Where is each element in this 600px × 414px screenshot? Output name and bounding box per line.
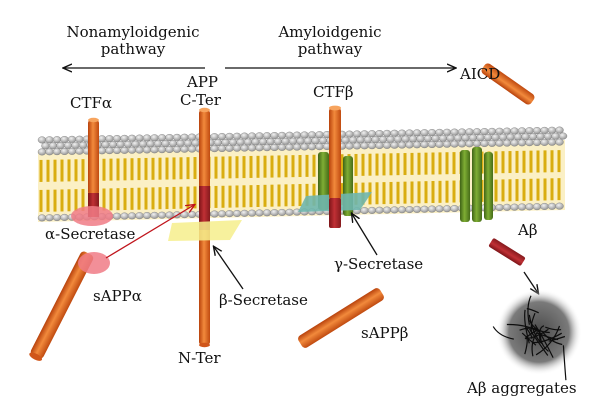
ctf-beta-label: CTFβ <box>313 83 354 101</box>
ctf-alpha-label: CTFα <box>70 94 113 112</box>
abeta-fragment <box>488 238 526 266</box>
nonamyloidogenic-pathway-label: Nonamyloidgenic pathway <box>58 24 208 57</box>
sapp-beta-fragment <box>298 288 384 348</box>
beta-secretase-pointer <box>214 247 244 290</box>
aicd-label: AICD <box>460 65 501 83</box>
sapp-alpha-fragment <box>29 251 94 361</box>
ctf-beta-fragment <box>329 105 341 228</box>
gamma-secretase-label: γ-Secretase <box>334 255 424 273</box>
app-label: APP <box>187 73 219 91</box>
abeta-aggregates-label: Aβ aggregates <box>467 379 577 397</box>
gamma-secretase-pointer <box>352 214 378 256</box>
sapp-beta-label: sAPPβ <box>361 324 409 342</box>
nonamyloidogenic-line2: pathway <box>100 39 166 58</box>
beta-secretase-label: β-Secretase <box>219 291 308 309</box>
gamma-secretase-complex-right <box>460 147 493 222</box>
c-ter-label: C-Ter <box>180 91 221 109</box>
beta-secretase-enzyme <box>168 220 242 241</box>
alpha-secretase-enzyme <box>71 206 113 226</box>
alpha-secretase-label: α-Secretase <box>45 225 136 243</box>
sapp-alpha-cleavage-site <box>78 252 110 274</box>
lipid-heads <box>37 126 568 222</box>
aicd-fragment <box>481 63 535 105</box>
cleavage-arrow <box>105 205 194 259</box>
nonamyloidogenic-line1: Nonamyloidgenic <box>66 23 200 41</box>
sapp-alpha-label: sAPPα <box>93 287 142 305</box>
abeta-label: Aβ <box>518 221 538 239</box>
amyloidogenic-pathway-label: Amyloidgenic pathway <box>260 24 400 57</box>
amyloidogenic-line1: Amyloidgenic <box>278 23 382 41</box>
n-ter-label: N-Ter <box>178 349 221 367</box>
amyloidogenic-line2: pathway <box>297 39 363 58</box>
ctf-alpha-fragment <box>88 117 99 217</box>
abeta-aggregates-blob <box>492 289 582 381</box>
